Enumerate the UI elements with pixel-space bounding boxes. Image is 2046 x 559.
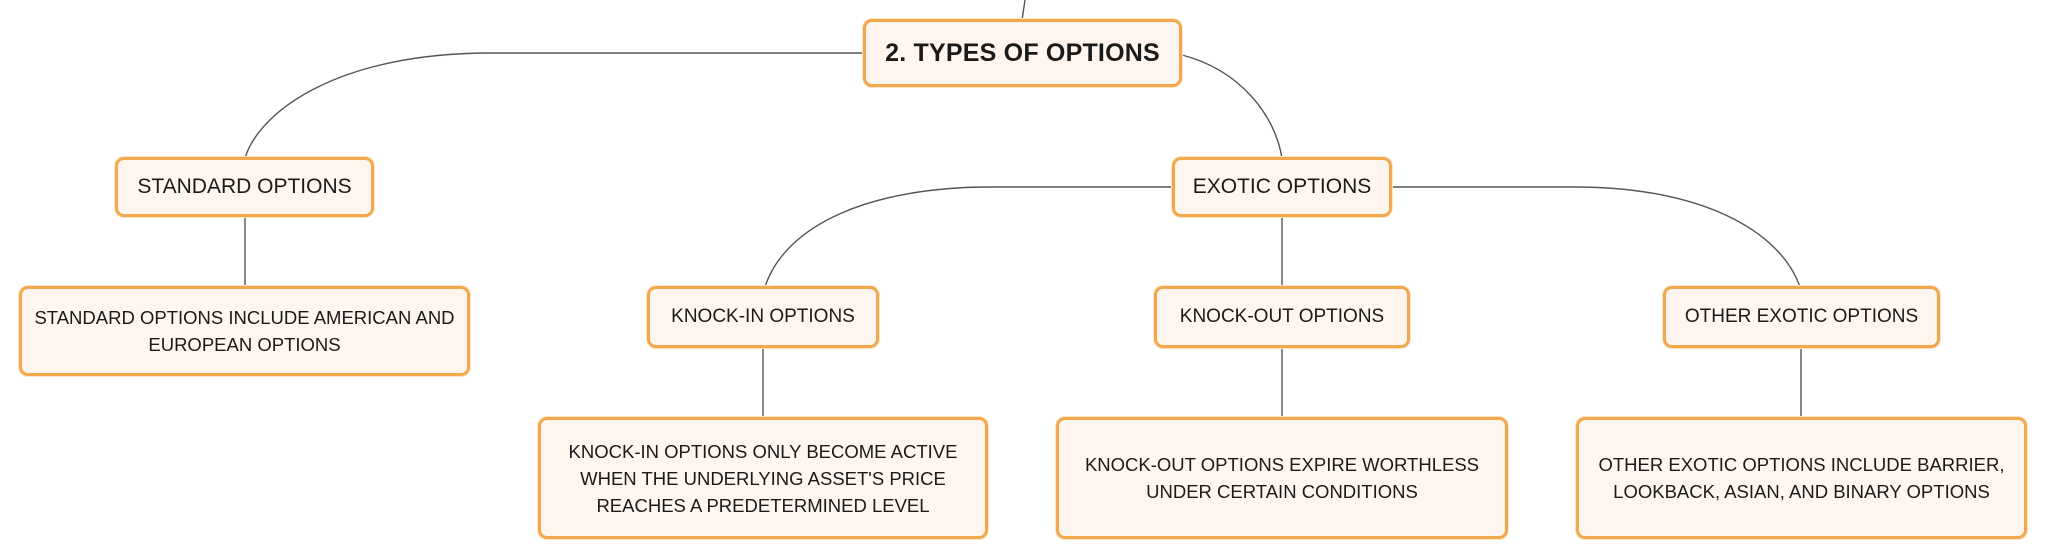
connector-exotic-to-knock-in <box>764 186 1173 288</box>
standard-options-node[interactable]: STANDARD OPTIONS <box>115 157 374 217</box>
connector-parent-to-root <box>1021 0 1026 21</box>
knock-out-options-node[interactable]: KNOCK-OUT OPTIONS <box>1154 286 1410 348</box>
root-node[interactable]: 2. TYPES OF OPTIONS <box>863 19 1182 87</box>
other-exotic-options-label: OTHER EXOTIC OPTIONS <box>1684 306 1919 327</box>
other-exotic-options-detail-text: OTHER EXOTIC OPTIONS INCLUDE BARRIER, LO… <box>1598 454 2005 502</box>
standard-options-detail-node[interactable]: STANDARD OPTIONS INCLUDE AMERICAN AND EU… <box>19 286 470 376</box>
knock-in-options-detail-text: KNOCK-IN OPTIONS ONLY BECOME ACTIVE WHEN… <box>568 440 958 516</box>
exotic-options-node[interactable]: EXOTIC OPTIONS <box>1172 157 1392 217</box>
knock-out-options-label: KNOCK-OUT OPTIONS <box>1179 306 1385 327</box>
knock-out-options-detail-text: KNOCK-OUT OPTIONS EXPIRE WORTHLESS UNDER… <box>1084 454 1480 502</box>
root-node-label: 2. TYPES OF OPTIONS <box>885 38 1160 67</box>
connector-exotic-to-other-exotic <box>1392 186 1801 288</box>
standard-options-detail-text: STANDARD OPTIONS INCLUDE AMERICAN AND EU… <box>34 307 455 355</box>
knock-in-options-label: KNOCK-IN OPTIONS <box>671 306 855 327</box>
other-exotic-options-detail-node[interactable]: OTHER EXOTIC OPTIONS INCLUDE BARRIER, LO… <box>1576 417 2027 539</box>
other-exotic-options-node[interactable]: OTHER EXOTIC OPTIONS <box>1663 286 1940 348</box>
knock-in-options-detail-node[interactable]: KNOCK-IN OPTIONS ONLY BECOME ACTIVE WHEN… <box>538 417 988 539</box>
knock-out-options-detail-node[interactable]: KNOCK-OUT OPTIONS EXPIRE WORTHLESS UNDER… <box>1056 417 1508 539</box>
connector-root-to-standard <box>244 52 863 159</box>
standard-options-label: STANDARD OPTIONS <box>137 175 352 198</box>
connector-root-to-exotic <box>1181 54 1283 159</box>
exotic-options-label: EXOTIC OPTIONS <box>1192 175 1372 198</box>
knock-in-options-node[interactable]: KNOCK-IN OPTIONS <box>647 286 879 348</box>
